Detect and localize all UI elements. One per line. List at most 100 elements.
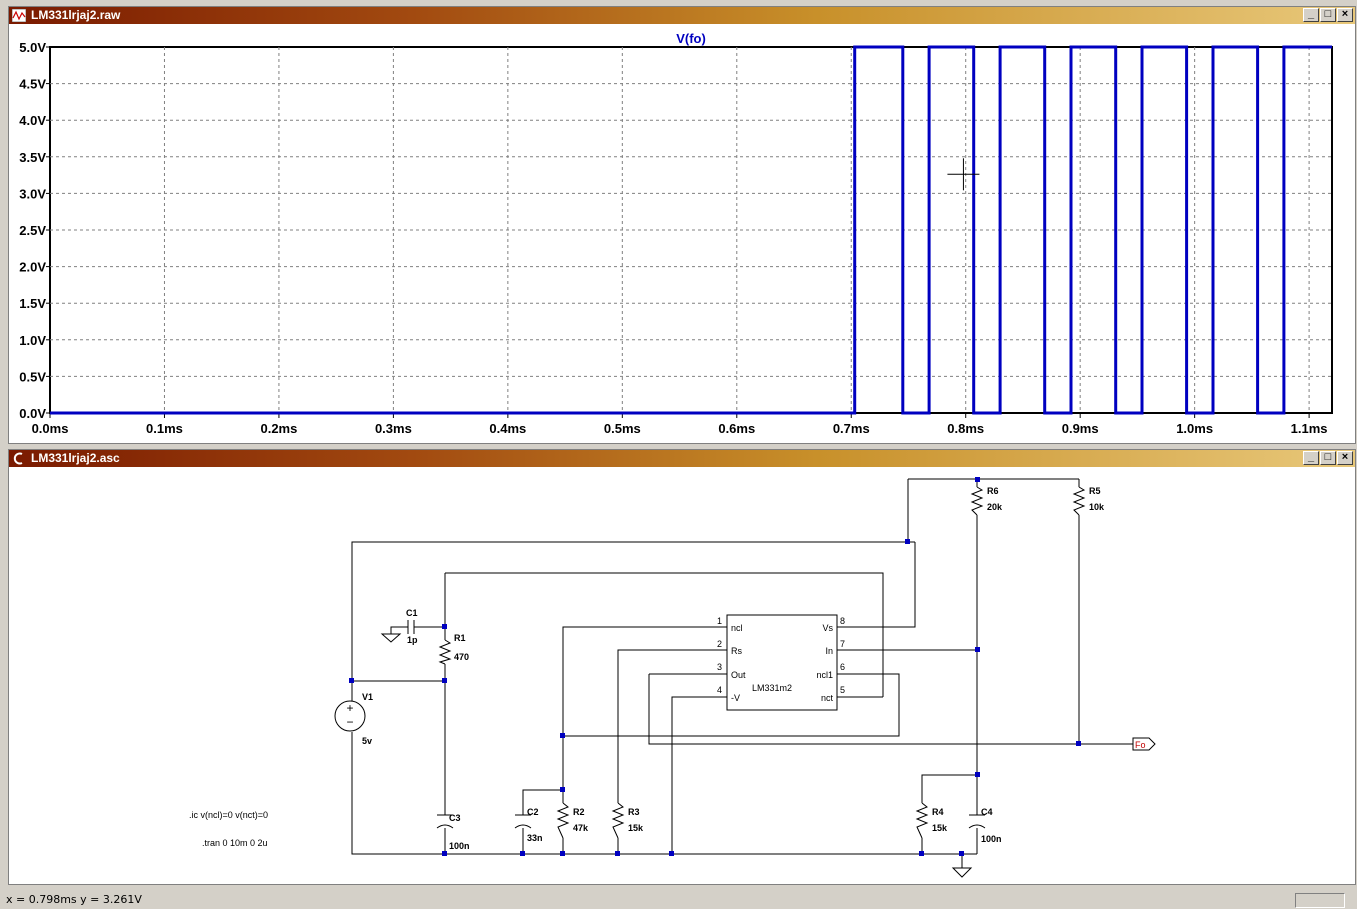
pin-2-number: 2 [717,639,722,649]
close-button[interactable]: × [1337,8,1353,22]
r1-name: R1 [454,633,466,643]
x-tick-label: 0.7ms [833,421,870,436]
r5-name: R5 [1089,486,1101,496]
r2-value: 47k [573,823,589,833]
pin-5-label: nct [821,693,834,703]
minimize-button[interactable]: _ [1303,451,1319,465]
maximize-button[interactable]: □ [1320,451,1336,465]
pin-2-label: Rs [731,646,742,656]
pin-8-number: 8 [840,616,845,626]
c3-name: C3 [449,813,461,823]
net-label-fo[interactable]: Fo [1132,737,1156,751]
x-tick-label: 0.6ms [718,421,755,436]
c2-value: 33n [527,833,543,843]
ground-symbols [380,633,973,878]
schematic-window-titlebar[interactable]: LM331lrjaj2.asc _ □ × [9,450,1355,467]
x-tick-label: 0.0ms [32,421,69,436]
resistor-symbols [438,486,1086,839]
pin-1-number: 1 [717,616,722,626]
ic-pins: 1 2 3 4 8 7 6 5 ncl Rs Out -V Vs In ncl1… [713,616,851,703]
c4-name: C4 [981,807,993,817]
y-tick-label: 1.5V [19,296,46,311]
y-tick-label: 0.0V [19,406,46,421]
x-tick-label: 0.9ms [1062,421,1099,436]
tran-directive[interactable]: .tran 0 10m 0 2u [202,838,268,848]
schematic-canvas[interactable]: 1 2 3 4 8 7 6 5 ncl Rs Out -V Vs In ncl1… [9,467,1355,884]
status-panel [1295,893,1345,908]
pin-7-number: 7 [840,639,845,649]
pin-8-label: Vs [822,623,833,633]
c1-value: 1p [407,635,418,645]
y-tick-label: 4.5V [19,77,46,92]
capacitor-c4[interactable] [968,814,986,829]
lm331-ic[interactable] [726,614,838,711]
capacitor-symbols [407,620,986,829]
y-tick-label: 1.0V [19,333,46,348]
resistor-r2[interactable] [556,802,570,839]
voltage-source-v1[interactable]: + − [334,700,366,732]
pin-3-label: Out [731,670,746,680]
close-button[interactable]: × [1337,451,1353,465]
r3-name: R3 [628,807,640,817]
ic-name: LM331m2 [752,683,792,693]
y-tick-label: 2.5V [19,223,46,238]
schematic-window-title: LM331lrjaj2.asc [31,451,120,465]
trace-vfo[interactable] [50,45,1332,415]
schematic-window[interactable]: LM331lrjaj2.asc _ □ × [8,449,1356,885]
pin-6-label: ncl1 [816,670,833,680]
x-tick-label: 1.1ms [1291,421,1328,436]
net-label-text: Fo [1135,740,1146,750]
capacitor-c1[interactable] [407,620,415,634]
c4-value: 100n [981,834,1002,844]
pin-3-number: 3 [717,662,722,672]
y-tick-label: 2.0V [19,260,46,275]
crosshair-cursor-icon [947,158,980,191]
r6-name: R6 [987,486,999,496]
pin-6-number: 6 [840,662,845,672]
resistor-r3[interactable] [611,802,625,839]
c1-name: C1 [406,608,418,618]
r6-value: 20k [987,502,1003,512]
capacitor-c3[interactable] [436,814,454,829]
component-labels: C1 1p R1 470 V1 5v C3 100n C2 33n R2 47k… [362,486,1105,851]
r4-name: R4 [932,807,944,817]
r5-value: 10k [1089,502,1105,512]
resistor-r4[interactable] [915,802,929,839]
trace-label-vfo[interactable]: V(fo) [676,31,706,46]
waveform-window-titlebar[interactable]: LM331lrjaj2.raw _ □ × [9,7,1355,24]
waveform-icon [12,9,26,22]
schematic-drawing[interactable]: 1 2 3 4 8 7 6 5 ncl Rs Out -V Vs In ncl1… [9,467,1355,884]
y-tick-label: 3.5V [19,150,46,165]
pin-7-label: In [825,646,833,656]
c2-name: C2 [527,807,539,817]
maximize-button[interactable]: □ [1320,8,1336,22]
pin-4-label: -V [731,693,740,703]
r1-value: 470 [454,652,469,662]
x-tick-label: 0.8ms [947,421,984,436]
capacitor-c2[interactable] [514,814,532,829]
resistor-r6[interactable] [970,486,984,516]
r3-value: 15k [628,823,644,833]
x-tick-label: 0.3ms [375,421,412,436]
r4-value: 15k [932,823,948,833]
waveform-window-title: LM331lrjaj2.raw [31,8,121,22]
resistor-r1[interactable] [438,639,452,665]
r2-name: R2 [573,807,585,817]
x-tick-label: 0.4ms [489,421,526,436]
resistor-r5[interactable] [1072,486,1086,516]
ltspice-schematic-icon [13,452,23,465]
spice-directives: .ic v(ncl)=0 v(nct)=0 .tran 0 10m 0 2u [189,810,268,848]
svg-text:+: + [346,701,353,715]
v1-name: V1 [362,692,373,702]
pin-5-number: 5 [840,685,845,695]
pin-1-label: ncl [731,623,743,633]
minimize-button[interactable]: _ [1303,8,1319,22]
y-tick-label: 4.0V [19,113,46,128]
ic-directive[interactable]: .ic v(ncl)=0 v(nct)=0 [189,810,268,820]
c3-value: 100n [449,841,470,851]
y-tick-label: 5.0V [19,40,46,55]
x-tick-label: 0.2ms [260,421,297,436]
